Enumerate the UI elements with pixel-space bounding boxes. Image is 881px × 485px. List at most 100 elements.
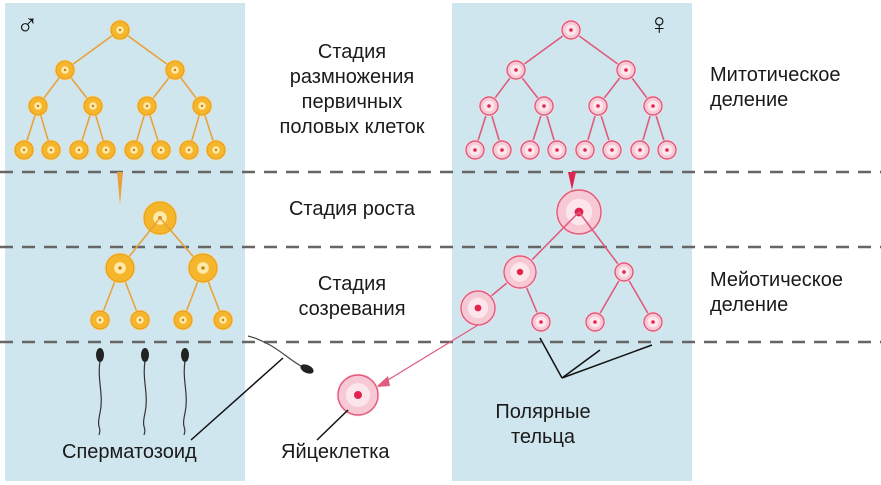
cell-nucleus (596, 104, 600, 108)
branch-line (515, 29, 572, 71)
cell-dot (214, 148, 218, 152)
sperm-label: Сперматозоид (62, 441, 197, 463)
cell-nucleus (487, 104, 491, 108)
mitotic-division-label: Митотическое деление (710, 63, 841, 113)
stage-maturation-line-2: созревания (298, 298, 406, 320)
female-cell (519, 139, 541, 161)
cell-dot (181, 318, 185, 322)
cell-nucleus (514, 68, 518, 72)
cell-nucleus (555, 148, 559, 152)
sperm-tail (142, 360, 147, 436)
cell-dot (63, 68, 67, 72)
male-growth-connector (117, 172, 123, 205)
label-pointers (190, 337, 653, 441)
male-cell (68, 139, 90, 161)
cell-nucleus (569, 28, 573, 32)
sperm-cells (96, 335, 314, 436)
cell-nucleus (542, 104, 546, 108)
sperm-tail (182, 360, 187, 436)
mitotic-line-1: Митотическое (710, 64, 841, 86)
male-cell (95, 139, 117, 161)
sperm-head (141, 348, 149, 362)
mitotic-line-2: деление (710, 89, 789, 111)
sperm-tail (97, 360, 102, 436)
male-panel (5, 3, 245, 481)
polar-pointer-1 (539, 337, 563, 379)
male-cell (191, 95, 213, 117)
spermatid-cell (89, 309, 111, 331)
female-cell (505, 59, 527, 81)
egg-cell (336, 373, 380, 417)
female-cell (546, 139, 568, 161)
cell-nucleus (516, 268, 524, 276)
meiotic-line-2: деление (710, 294, 789, 316)
egg-arrow-head (376, 376, 390, 387)
ootid-cell (459, 289, 497, 327)
cell-dot (132, 148, 136, 152)
stage-growth-label: Стадия роста (288, 198, 416, 220)
female-cell (574, 139, 596, 161)
sperm-head (300, 364, 314, 374)
cell-nucleus (622, 270, 626, 274)
polar-bodies-label: Полярные тельца (478, 400, 608, 450)
male-cell (13, 139, 35, 161)
male-secondary-cell (187, 252, 219, 284)
cell-dot (98, 318, 102, 322)
cell-nucleus (528, 148, 532, 152)
spermatid-cell (212, 309, 234, 331)
meiotic-line-1: Мейотическое (710, 269, 843, 291)
sperm-head (96, 348, 104, 362)
cell-nucleus (583, 148, 587, 152)
sperm-head (181, 348, 189, 362)
male-meiosis (89, 172, 234, 331)
first-polar-body (613, 261, 635, 283)
cell-dot (200, 104, 204, 108)
female-cell (629, 139, 651, 161)
female-mitotic-tree (464, 19, 678, 161)
female-meiosis (336, 172, 664, 417)
cell-dot (173, 68, 177, 72)
cell-dot (36, 104, 40, 108)
cell-dot (104, 148, 108, 152)
female-cell (656, 139, 678, 161)
spermatid-cell (172, 309, 194, 331)
cell-nucleus (500, 148, 504, 152)
male-cell (40, 139, 62, 161)
egg-label: Яйцеклетка (281, 441, 390, 463)
stage-maturation-label: Стадия созревания (252, 272, 452, 322)
branch-line (578, 211, 625, 273)
cell-nucleus (593, 320, 597, 324)
female-cell (615, 59, 637, 81)
cell-nucleus (665, 148, 669, 152)
stage-reproduction-line-3: первичных (301, 91, 403, 113)
female-cell (491, 139, 513, 161)
cell-nucleus (474, 304, 482, 312)
branch-line (64, 29, 121, 71)
cell-dot (145, 104, 149, 108)
cell-dot (138, 318, 142, 322)
male-cell (205, 139, 227, 161)
male-cell (27, 95, 49, 117)
polar-pointer-3 (561, 344, 653, 379)
cell-dot (118, 28, 122, 32)
cell-nucleus (651, 104, 655, 108)
polar-pointer-2 (561, 349, 601, 379)
polar-body (642, 311, 664, 333)
cell-nucleus (354, 391, 362, 399)
branch-line (119, 29, 176, 71)
male-cell (123, 139, 145, 161)
male-cell (54, 59, 76, 81)
male-cell (109, 19, 131, 41)
female-cell (587, 95, 609, 117)
female-panel (452, 3, 692, 481)
female-cell (642, 95, 664, 117)
male-cell (150, 139, 172, 161)
male-cell (178, 139, 200, 161)
cell-dot (159, 148, 163, 152)
cell-dot (201, 266, 205, 270)
stage-reproduction-line-4: половых клеток (279, 116, 425, 138)
egg-arrow-line (382, 324, 479, 384)
female-cell (601, 139, 623, 161)
female-cell (478, 95, 500, 117)
secondary-oocyte (502, 254, 538, 290)
